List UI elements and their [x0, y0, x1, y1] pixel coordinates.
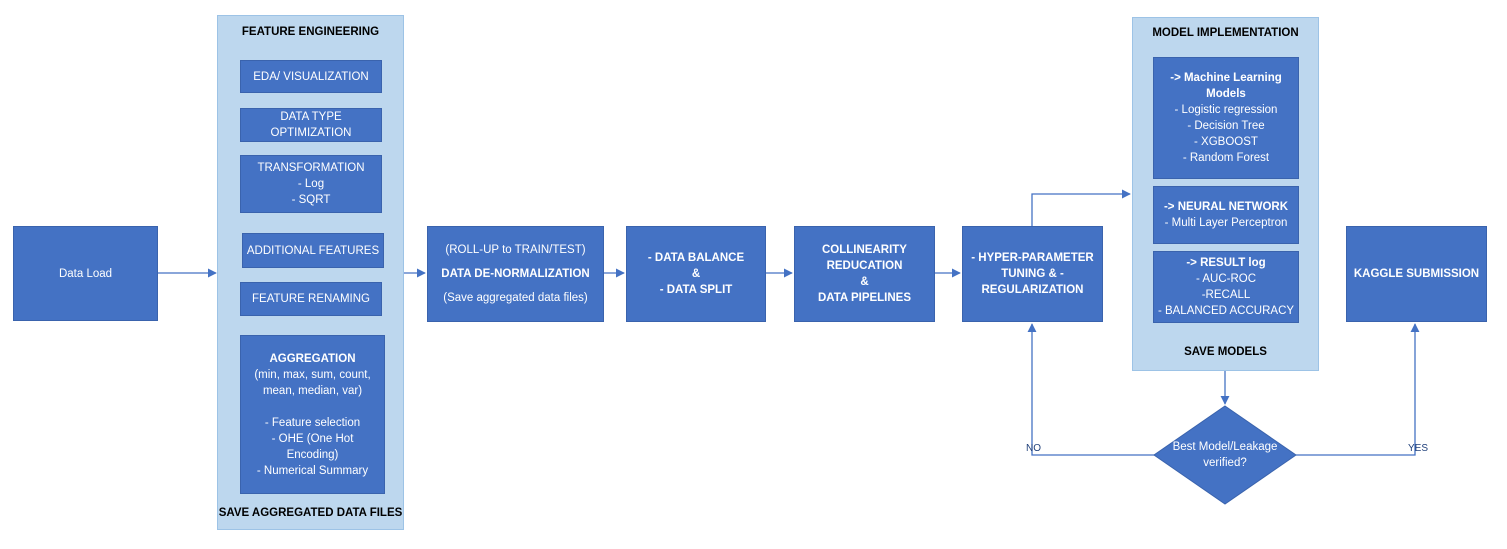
- hyper-parameter-box: - HYPER-PARAMETER TUNING & - REGULARIZAT…: [962, 226, 1103, 322]
- collinearity-line-3: &: [860, 276, 869, 288]
- balance-line-2: &: [691, 268, 701, 280]
- result-item-2: -RECALL: [1201, 289, 1251, 301]
- aggregation-line-4: - Feature selection: [264, 416, 361, 429]
- transformation-line-1: TRANSFORMATION: [257, 162, 365, 174]
- ml-title-1: -> Machine Learning: [1170, 72, 1282, 84]
- feature-renaming-box: FEATURE RENAMING: [240, 282, 382, 316]
- aggregation-line-1: (min, max, sum, count,: [254, 368, 371, 381]
- data-type-line-2: OPTIMIZATION: [270, 127, 352, 139]
- ml-item-3: - XGBOOST: [1194, 136, 1258, 148]
- balance-line-1: - DATA BALANCE: [647, 252, 745, 264]
- result-title: -> RESULT log: [1186, 257, 1266, 269]
- arrow-hyper-to-models: [1031, 189, 1131, 226]
- save-aggregated-footer: SAVE AGGREGATED DATA FILES: [218, 507, 403, 519]
- yes-label: YES: [1408, 443, 1429, 454]
- hyper-line-3: REGULARIZATION: [981, 284, 1084, 296]
- model-implementation-panel: MODEL IMPLEMENTATION -> Machine Learning…: [1132, 17, 1319, 371]
- ml-models-box: -> Machine Learning Models - Logistic re…: [1153, 57, 1299, 179]
- hyper-line-1: - HYPER-PARAMETER: [971, 252, 1094, 264]
- feature-engineering-panel: FEATURE ENGINEERING EDA/ VISUALIZATION D…: [217, 15, 404, 530]
- additional-features-box: ADDITIONAL FEATURES: [242, 233, 384, 268]
- ml-item-2: - Decision Tree: [1187, 120, 1265, 132]
- decision-line-2: verified?: [1203, 457, 1247, 469]
- no-label: NO: [1026, 443, 1041, 454]
- decision-label: Best Model/Leakage verified?: [1160, 439, 1290, 471]
- model-implementation-title: MODEL IMPLEMENTATION: [1152, 27, 1299, 39]
- aggregation-line-5: - OHE (One Hot: [271, 432, 354, 445]
- hyper-line-2: TUNING & -: [1001, 268, 1064, 280]
- transformation-line-2: - Log: [297, 178, 325, 190]
- result-log-box: -> RESULT log - AUC-ROC -RECALL - BALANC…: [1153, 251, 1299, 323]
- transformation-line-3: - SQRT: [291, 194, 331, 206]
- additional-features-label: ADDITIONAL FEATURES: [246, 244, 380, 257]
- aggregation-title: AGGREGATION: [269, 352, 356, 365]
- ml-title-2: Models: [1206, 88, 1246, 100]
- neural-network-box: -> NEURAL NETWORK - Multi Layer Perceptr…: [1153, 186, 1299, 244]
- decision-diamond: [1153, 405, 1297, 505]
- feature-engineering-title: FEATURE ENGINEERING: [241, 26, 380, 38]
- aggregation-line-6: Encoding): [286, 448, 339, 461]
- balance-line-3: - DATA SPLIT: [659, 284, 733, 296]
- denorm-title: DATA DE-NORMALIZATION: [441, 268, 590, 280]
- denorm-top: (ROLL-UP to TRAIN/TEST): [445, 244, 586, 256]
- save-models-footer: SAVE MODELS: [1184, 346, 1267, 358]
- aggregation-line-2: mean, median, var): [262, 384, 363, 397]
- aggregation-box: AGGREGATION (min, max, sum, count, mean,…: [240, 335, 385, 494]
- data-load-label: Data Load: [58, 267, 113, 280]
- collinearity-line-1: COLLINEARITY: [822, 244, 907, 256]
- eda-box: EDA/ VISUALIZATION: [240, 60, 382, 93]
- result-item-1: - AUC-ROC: [1195, 273, 1257, 285]
- nn-title: -> NEURAL NETWORK: [1163, 201, 1289, 213]
- denorm-bottom: (Save aggregated data files): [443, 292, 588, 304]
- data-load-box: Data Load: [13, 226, 158, 321]
- arrow-decision-no: [1027, 323, 1155, 456]
- feature-renaming-label: FEATURE RENAMING: [252, 293, 370, 305]
- kaggle-label: KAGGLE SUBMISSION: [1353, 268, 1480, 280]
- collinearity-line-2: REDUCATION: [826, 260, 903, 272]
- decision-line-1: Best Model/Leakage: [1172, 441, 1278, 453]
- transformation-box: TRANSFORMATION - Log - SQRT: [240, 155, 382, 213]
- data-type-line-1: DATA TYPE: [280, 111, 342, 123]
- result-item-3: - BALANCED ACCURACY: [1157, 305, 1295, 317]
- kaggle-submission-box: KAGGLE SUBMISSION: [1346, 226, 1487, 322]
- aggregation-line-7: - Numerical Summary: [256, 464, 369, 477]
- data-balance-box: - DATA BALANCE & - DATA SPLIT: [626, 226, 766, 322]
- data-type-box: DATA TYPE OPTIMIZATION: [240, 108, 382, 142]
- collinearity-line-4: DATA PIPELINES: [817, 292, 912, 304]
- ml-item-4: - Random Forest: [1182, 152, 1270, 164]
- collinearity-box: COLLINEARITY REDUCATION & DATA PIPELINES: [794, 226, 935, 322]
- arrow-decision-yes: [1296, 323, 1420, 456]
- ml-item-1: - Logistic regression: [1174, 104, 1278, 116]
- eda-label: EDA/ VISUALIZATION: [253, 70, 369, 83]
- denormalization-box: (ROLL-UP to TRAIN/TEST) DATA DE-NORMALIZ…: [427, 226, 604, 322]
- nn-item-1: - Multi Layer Perceptron: [1164, 217, 1288, 229]
